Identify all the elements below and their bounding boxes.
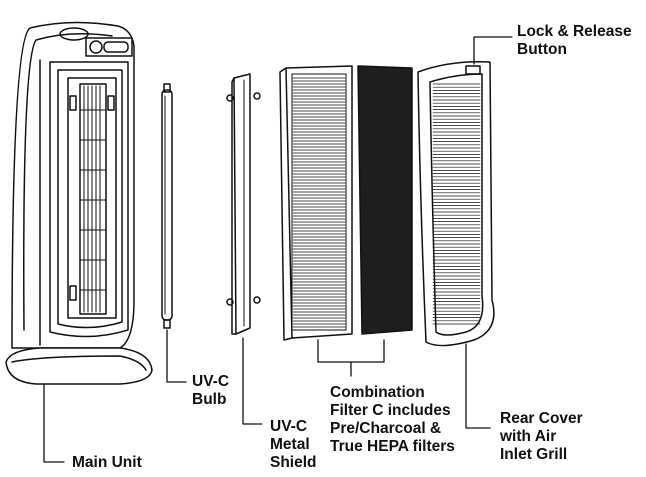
hepa-filter-drawing <box>279 65 353 341</box>
label-line: Rear Cover <box>500 410 583 427</box>
label-line: Filter C includes <box>330 402 451 419</box>
rear-cover-drawing <box>417 60 495 347</box>
label-line: Lock & Release <box>517 23 632 40</box>
uv-c-bulb-drawing <box>161 83 173 329</box>
label-line: UV-C <box>270 418 308 435</box>
label-rear-cover: Rear Cover with Air Inlet Grill <box>500 410 583 464</box>
label-line: Combination <box>330 384 425 401</box>
label-line: Pre/Charcoal & <box>330 420 442 437</box>
label-line: Inlet Grill <box>500 446 568 463</box>
uv-c-metal-shield-drawing <box>226 73 261 335</box>
label-uv-c-metal-shield: UV-C Metal Shield <box>270 418 317 472</box>
charcoal-filter-drawing <box>357 65 413 335</box>
label-line: Metal <box>270 436 310 453</box>
label-line: Main Unit <box>72 454 142 471</box>
label-main-unit: Main Unit <box>72 454 142 472</box>
label-line: with Air <box>500 428 557 445</box>
label-line: Button <box>517 41 567 58</box>
label-line: Shield <box>270 454 317 471</box>
label-line: UV-C <box>192 373 230 390</box>
label-uv-c-bulb: UV-C Bulb <box>192 373 229 409</box>
label-line: Bulb <box>192 391 227 408</box>
leader-lines <box>43 36 513 463</box>
label-lock-release-button: Lock & Release Button <box>517 23 632 59</box>
label-line: True HEPA filters <box>330 438 455 455</box>
main-unit-drawing <box>5 21 153 385</box>
label-combination-filter: Combination Filter C includes Pre/Charco… <box>330 384 455 456</box>
